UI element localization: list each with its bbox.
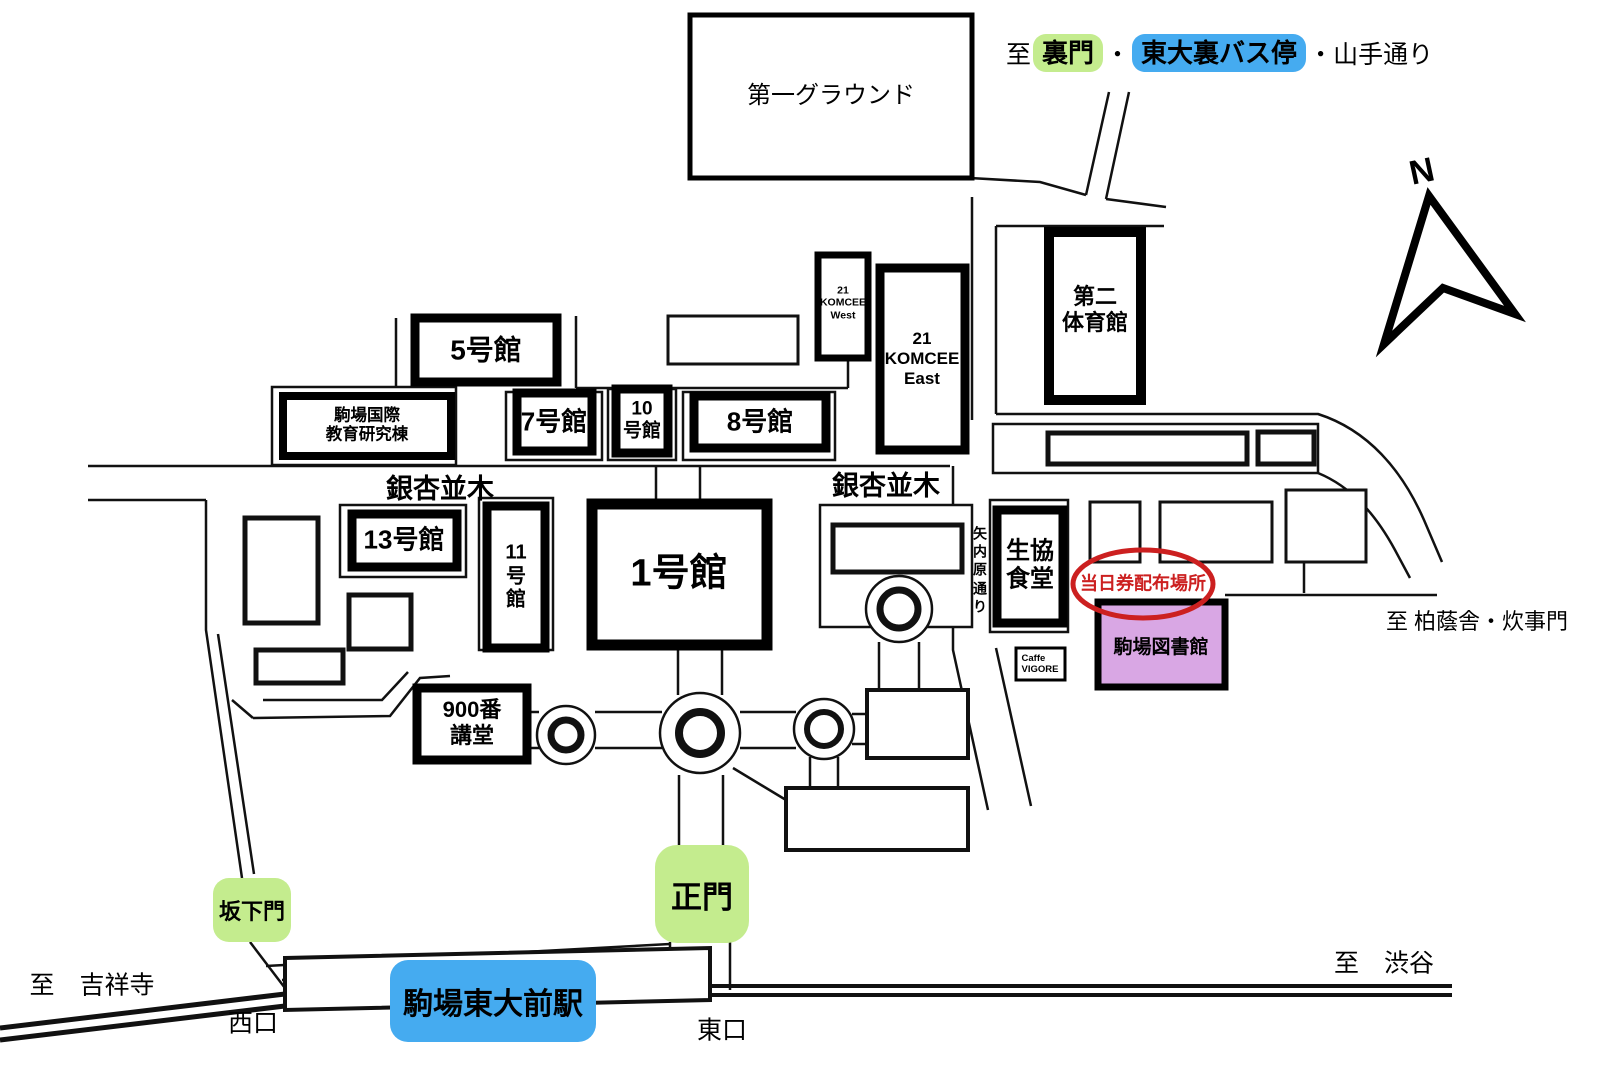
shape-bldg13 [347,509,462,572]
label-komcee-east: 21 KOMCEE East [884,328,960,389]
unlabeled-building-10 [784,786,970,852]
roundabout-west-island [547,716,585,754]
roundabouts [535,574,934,775]
shape-komcee-west [814,251,872,362]
roundabout-north-island [876,586,922,632]
label-icho-namiki-west: 銀杏並木 [386,474,494,505]
label-bldg7: 7号館 [520,406,588,437]
east-exit-label: 東口 [696,1016,748,1045]
unlabeled-building-8 [830,522,965,575]
west-exit-label: 西口 [227,1009,279,1038]
ticket-spot-ellipse [1070,547,1216,621]
unlabeled-building-3 [1158,500,1274,564]
to-shibuya-label: 至 渋谷 [1333,949,1435,978]
rail-east [710,984,1452,997]
station-name-label: 駒場東大前駅 [403,988,583,1021]
main-gate-label: 正門 [671,879,733,915]
unlabeled-building-row-a [1045,430,1250,467]
label-caffe: Caffe VIGORE [1021,652,1059,675]
shape-kokusai [279,392,455,460]
unlabeled-building-9 [865,688,970,760]
labeled-buildings [279,12,1229,765]
roundabout-east-island [804,709,844,749]
to-kichijoji-label: 至 吉祥寺 [29,971,155,1000]
shape-bldg7 [512,388,597,456]
unlabeled-building-1 [666,314,800,366]
main-gate-badge: 正門 [655,845,749,943]
label-icho-namiki-east: 銀杏並木 [832,471,940,502]
unlabeled-building-6 [346,592,414,652]
bus-stop-badge: 東大裏バス停 [1132,34,1307,72]
shape-bldg8 [689,391,831,453]
shape-bldg11 [482,501,550,653]
label-yanaihara-dori: 矢 内 原 通 り [973,525,987,615]
shape-bldg10 [611,384,673,458]
sakashita-gate-badge: 坂下門 [213,878,291,942]
shape-komcee-east [875,263,970,455]
to-prefix: 至 [1006,41,1032,69]
label-bldg8: 8号館 [726,406,794,437]
label-hall900: 900番 講堂 [442,697,502,748]
to-uramon-line: 至 裏門 ・ 東大裏バス停 ・山手通り [1006,24,1433,82]
label-komcee-west: 21 KOMCEE West [819,284,867,322]
shape-caffe [1014,646,1067,682]
unlabeled-building-5 [242,515,321,626]
label-bldg13: 13号館 [363,524,445,555]
shape-coop [992,505,1068,628]
label-kokusai: 駒場国際 教育研究棟 [325,406,409,444]
to-kashokusha-label: 至 柏蔭舎・炊事門 [1385,609,1569,635]
sakashita-gate-label: 坂下門 [218,899,285,924]
label-bldg5: 5号館 [450,334,522,366]
label-coop: 生協 食堂 [1006,537,1054,593]
shape-bldg1 [586,498,773,651]
north-arrow-icon [1375,187,1526,358]
label-ground: 第一グラウンド [747,81,915,109]
shape-gym2 [1044,227,1146,405]
unlabeled-building-4 [1284,488,1368,564]
label-gym2: 第二 体育館 [1061,284,1129,335]
label-bldg1: 1号館 [630,552,728,595]
label-library: 駒場図書館 [1113,636,1209,658]
unlabeled-building-row-b [1255,429,1317,467]
label-bldg11: 11 号 館 [505,541,527,611]
to-separator: ・ [1105,41,1131,69]
unlabeled-building-7 [253,647,346,686]
shape-hall900 [412,683,532,765]
shape-ground [687,12,975,181]
uramon-gate-badge: 裏門 [1033,34,1104,72]
label-bldg10: 10 号館 [622,398,662,442]
rail-west [0,991,286,1043]
to-suffix: ・山手通り [1308,41,1434,69]
ticket-spot-label: 当日券配布場所 [1080,573,1206,594]
roundabout-center-island [675,708,725,758]
station-badge: 駒場東大前駅 [390,960,596,1042]
shape-bldg5 [410,313,562,387]
